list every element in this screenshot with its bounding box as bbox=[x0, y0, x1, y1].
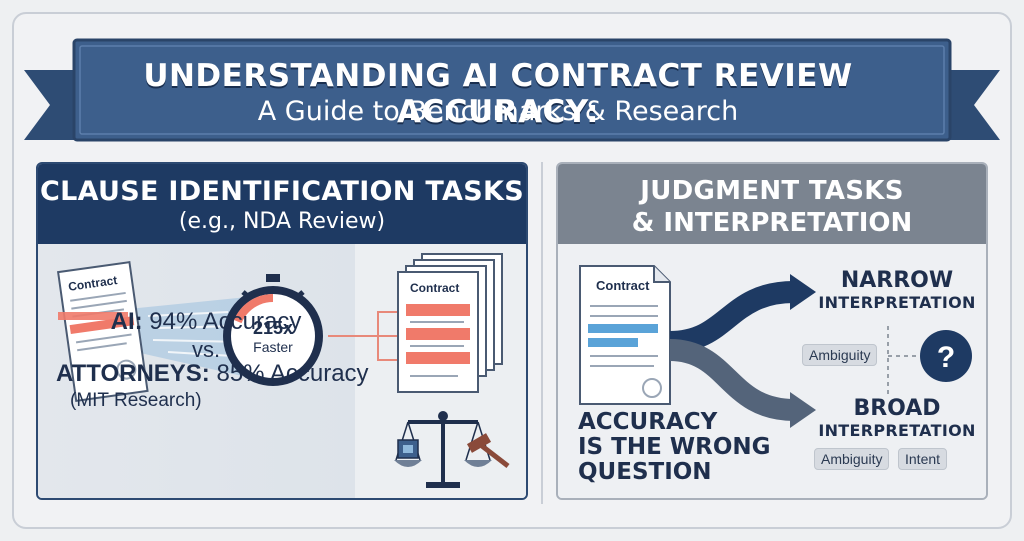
narrow-interpretation: NARROW INTERPRETATION bbox=[812, 268, 982, 312]
question-mark: ? bbox=[937, 341, 955, 374]
narrow-label: NARROW bbox=[840, 268, 954, 293]
clause-identification-panel: CLAUSE IDENTIFICATION TASKS (e.g., NDA R… bbox=[36, 162, 528, 500]
banner-title: UNDERSTANDING AI CONTRACT REVIEW ACCURAC… bbox=[143, 58, 853, 130]
clause-illustration: Contract 215x Faster bbox=[56, 253, 510, 488]
gavel-icon bbox=[466, 433, 510, 468]
ai-accuracy-value: 94% Accuracy bbox=[149, 308, 302, 335]
versus-label: vs. bbox=[191, 337, 221, 362]
ambiguity-tag: Ambiguity bbox=[802, 344, 878, 366]
attorneys-label: ATTORNEYS: bbox=[56, 360, 210, 387]
contract-label: Contract bbox=[67, 273, 118, 294]
ribbon-shape bbox=[24, 38, 1000, 142]
judgment-panel-title: JUDGMENT TASKS bbox=[640, 176, 904, 206]
ai-label: AI: bbox=[110, 308, 143, 335]
source-note: (MIT Research) bbox=[70, 390, 202, 411]
contract-document-icon: Contract bbox=[579, 265, 671, 405]
attorneys-accuracy-value: 85% Accuracy bbox=[216, 360, 369, 387]
broad-interpretation: BROAD INTERPRETATION bbox=[812, 396, 982, 440]
stack-contract-label: Contract bbox=[410, 281, 459, 295]
judgment-panel-body: Contract ? bbox=[558, 244, 986, 498]
question-icon: ? bbox=[920, 330, 972, 382]
chip-icon bbox=[397, 439, 419, 459]
accuracy-line-1: ACCURACY bbox=[578, 409, 718, 435]
stopwatch-icon: 215x Faster bbox=[223, 274, 323, 386]
judgment-contract-label: Contract bbox=[596, 278, 650, 293]
ambiguity-tag: Ambiguity bbox=[814, 448, 890, 470]
contract-document-icon: Contract bbox=[56, 260, 149, 403]
clause-panel-subtitle: (e.g., NDA Review) bbox=[178, 209, 386, 234]
timer-label: Faster bbox=[253, 339, 293, 355]
narrow-sublabel: INTERPRETATION bbox=[818, 293, 976, 312]
panel-divider bbox=[541, 162, 543, 504]
attorney-accuracy-stat: ATTORNEYS: 85% Accuracy bbox=[56, 360, 416, 388]
clause-panel-header: CLAUSE IDENTIFICATION TASKS (e.g., NDA R… bbox=[38, 164, 526, 244]
clause-panel-body: Contract 215x Faster bbox=[38, 244, 526, 498]
accuracy-line-2: IS THE WRONG bbox=[578, 434, 771, 460]
clause-panel-title: CLAUSE IDENTIFICATION TASKS bbox=[40, 176, 524, 207]
intent-tag: Intent bbox=[898, 448, 948, 470]
branching-arrows-icon bbox=[669, 274, 816, 428]
accuracy-wrong-question: ACCURACY IS THE WRONG QUESTION bbox=[578, 410, 778, 485]
broad-label: BROAD bbox=[853, 396, 941, 421]
judgment-illustration: Contract ? bbox=[579, 265, 972, 428]
accuracy-line-3: QUESTION bbox=[578, 459, 712, 485]
ai-accuracy-stat: AI: 94% Accuracy bbox=[36, 308, 376, 336]
timer-value: 215x bbox=[253, 318, 293, 338]
judgment-panel-header: JUDGMENT TASKS & INTERPRETATION bbox=[558, 164, 986, 244]
judgment-tasks-panel: JUDGMENT TASKS & INTERPRETATION Contract bbox=[556, 162, 988, 500]
judgment-panel-subtitle: & INTERPRETATION bbox=[631, 208, 913, 238]
banner-subtitle: A Guide to Benchmarks & Research bbox=[257, 96, 739, 127]
document-stack-icon: Contract bbox=[397, 253, 503, 393]
title-banner bbox=[14, 30, 1010, 150]
broad-sublabel: INTERPRETATION bbox=[818, 421, 976, 440]
